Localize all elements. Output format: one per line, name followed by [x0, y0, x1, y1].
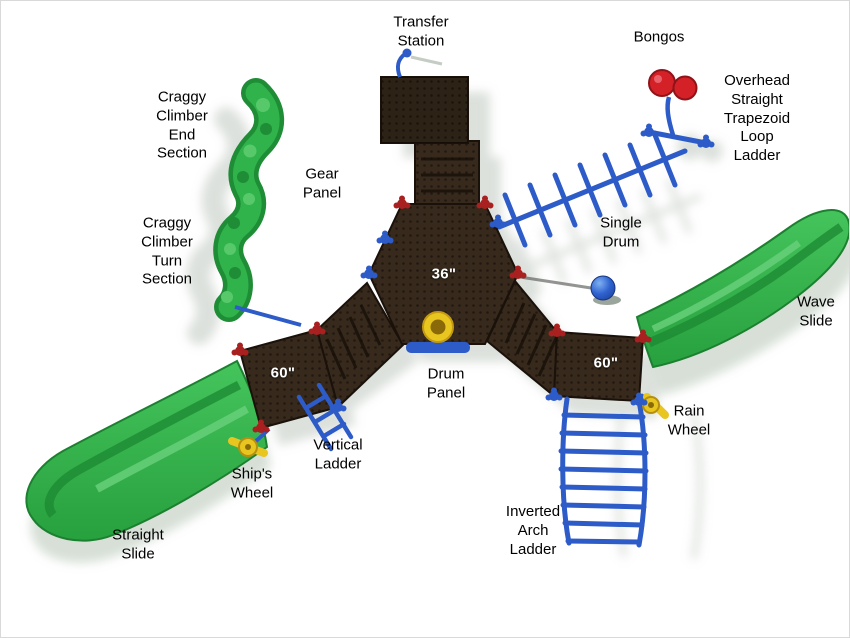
straight-slide-channel	[44, 381, 242, 518]
drum-panel	[406, 311, 470, 353]
ships-wheel	[228, 427, 271, 457]
craggy-climber	[213, 78, 302, 327]
overhead-trapezoid-loop-ladder	[496, 129, 709, 248]
wave-slide-highlight	[651, 240, 802, 333]
stair-treads	[325, 157, 559, 380]
wave-slide	[635, 209, 849, 369]
vertical-ladder	[296, 382, 354, 452]
rain-wheel	[639, 393, 669, 419]
straight-slide-highlight	[95, 405, 249, 493]
transfer-station-rail	[395, 48, 443, 78]
inverted-arch-ladder	[558, 396, 649, 548]
decks	[238, 76, 645, 430]
right-deck-60	[552, 330, 645, 403]
single-drum	[519, 275, 621, 305]
wave-slide-channel	[647, 223, 844, 348]
transfer-station-deck	[380, 76, 469, 144]
bongos	[648, 69, 698, 136]
straight-slide	[25, 359, 269, 542]
